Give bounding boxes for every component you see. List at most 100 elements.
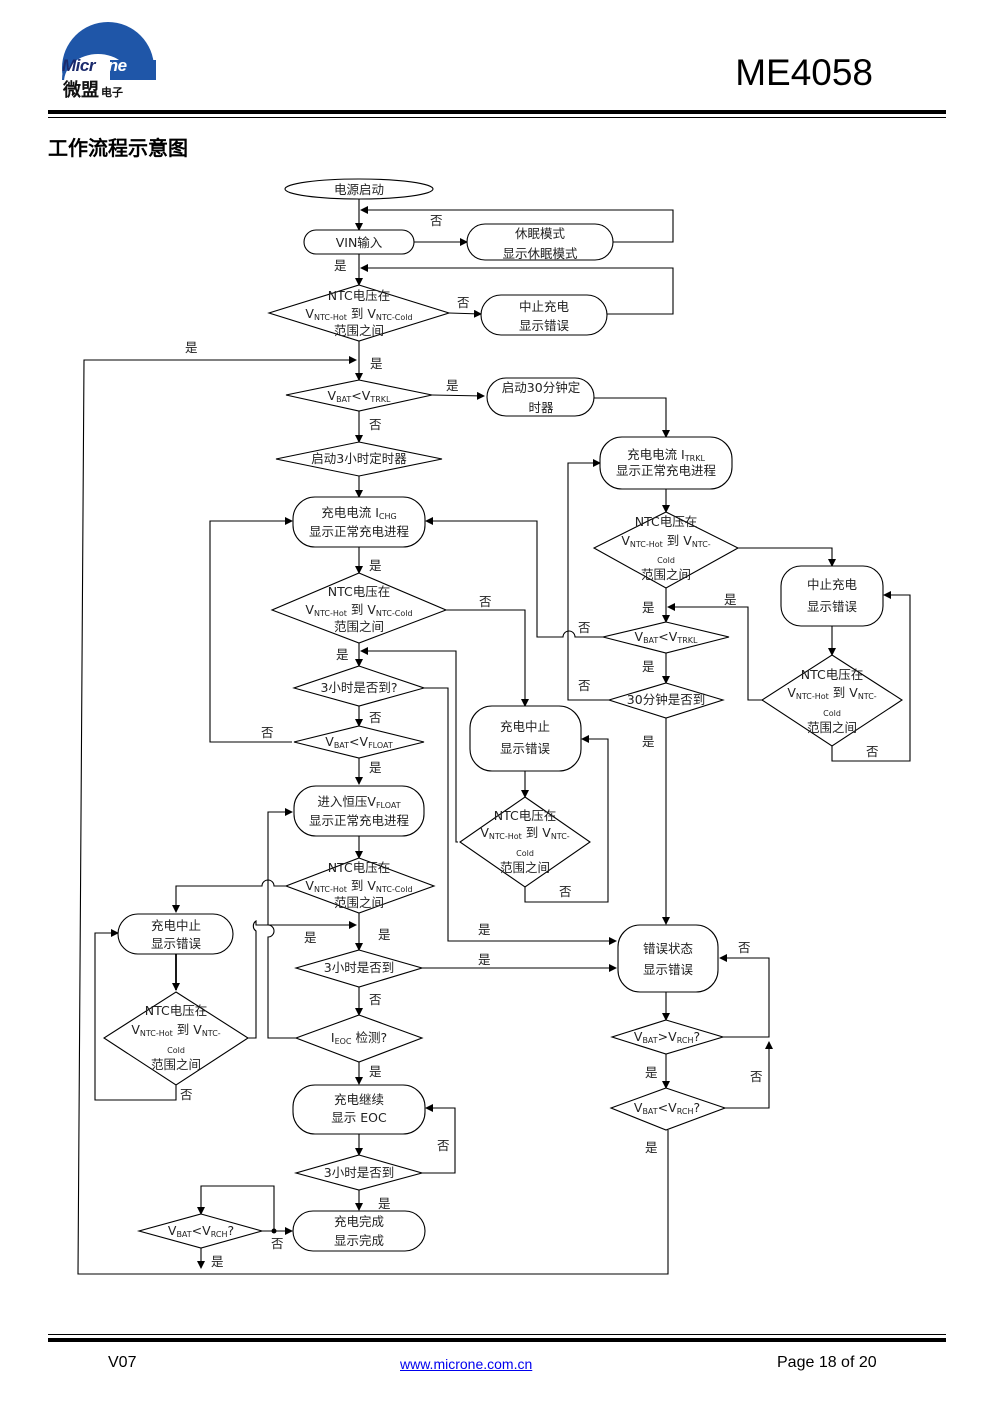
svg-text:显示正常充电进程: 显示正常充电进程: [309, 813, 410, 828]
node-charge-stop-mid: 充电中止 显示错误: [469, 705, 582, 772]
label-no: 否: [578, 620, 591, 635]
node-power-on: 电源启动: [284, 178, 434, 200]
svg-text:充电继续: 充电继续: [334, 1092, 384, 1107]
svg-text:NTC电压在: NTC电压在: [801, 667, 863, 682]
edge-vgt-error: [719, 954, 770, 1038]
svg-text:范围之间: 范围之间: [500, 860, 550, 875]
edge-ntcmid-3h: [360, 647, 458, 843]
edge-vbat-30min: [431, 391, 485, 400]
label-no: 否: [180, 1087, 193, 1102]
edge-ntcmid-loop: [524, 735, 609, 903]
node-charge-complete: 充电完成 显示完成: [292, 1210, 426, 1252]
svg-text:范围之间: 范围之间: [807, 720, 857, 735]
svg-text:中止充电: 中止充电: [807, 577, 858, 592]
edge-ntc3-chgstop: [172, 879, 287, 913]
svg-text:VBAT<VTRKL: VBAT<VTRKL: [328, 388, 392, 404]
svg-text:IEOC 检测?: IEOC 检测?: [331, 1030, 387, 1046]
svg-text:VBAT<VRCH?: VBAT<VRCH?: [168, 1223, 234, 1239]
label-yes: 是: [369, 760, 382, 775]
svg-text:充电完成: 充电完成: [334, 1214, 384, 1229]
label-yes: 是: [211, 1254, 224, 1269]
svg-text:启动30分钟定: 启动30分钟定: [502, 380, 580, 395]
svg-text:显示错误: 显示错误: [151, 936, 202, 951]
label-no: 否: [430, 213, 443, 228]
label-yes: 是: [478, 952, 491, 967]
logo-text-cn: 微盟电子: [63, 80, 123, 101]
edge-ntcr2-vtrkl2: [667, 603, 763, 701]
node-sleep-mode: 休眠模式 显示休眠模式: [466, 223, 614, 261]
edge-30chk-itrkl: [567, 459, 610, 701]
label-no: 否: [559, 884, 572, 899]
junction-dot: [271, 1228, 277, 1234]
svg-text:VNTC-Hot 到 VNTC-Cold: VNTC-Hot 到 VNTC-Cold: [305, 878, 412, 894]
node-charge-stop-left: 充电中止 显示错误: [117, 913, 234, 955]
edge-3hf-loop: [422, 1104, 456, 1174]
footer-website-link[interactable]: www.microne.com.cn: [400, 1356, 533, 1372]
edge-ntc2-chgstop: [446, 609, 529, 707]
node-charge-itrkl: 充电电流 ITRKL 显示正常充电进程: [599, 436, 733, 490]
svg-text:显示 EOC: 显示 EOC: [331, 1110, 387, 1125]
node-vbat-lt-vrch-right: VBAT<VRCH?: [609, 1087, 727, 1131]
edge-labels: 否 是 否 是 是 是 否 是 否 是 否 否 是 否 否 是 是 是 是 否 …: [180, 213, 879, 1269]
node-vbat-gt-vrch: VBAT>VRCH?: [610, 1019, 725, 1055]
edge-vfloat-ichg: [209, 517, 293, 743]
svg-text:显示错误: 显示错误: [519, 318, 570, 333]
node-error-state: 错误状态 显示错误: [617, 924, 719, 993]
label-yes: 是: [642, 600, 655, 615]
svg-text:Cold: Cold: [657, 556, 675, 565]
label-yes: 是: [369, 558, 382, 573]
node-ntc-check-trickle-2: NTC电压在 VNTC-Hot 到 VNTC- Cold 范围之间: [760, 654, 904, 747]
node-ntc-check-2: NTC电压在 VNTC-Hot 到 VNTC-Cold 范围之间: [270, 572, 448, 644]
svg-text:30分钟是否到: 30分钟是否到: [627, 692, 705, 707]
edge-stop-loop: [360, 264, 674, 315]
label-no: 否: [457, 295, 470, 310]
svg-text:3小时是否到: 3小时是否到: [324, 960, 394, 975]
label-yes: 是: [645, 1140, 658, 1155]
svg-text:VBAT<VFLOAT: VBAT<VFLOAT: [325, 734, 393, 750]
node-vin-input: VIN输入: [303, 229, 415, 255]
svg-text:显示错误: 显示错误: [643, 962, 694, 977]
svg-text:休眠模式: 休眠模式: [515, 226, 566, 241]
label-no: 否: [479, 594, 492, 609]
svg-text:显示正常充电进程: 显示正常充电进程: [616, 463, 717, 478]
svg-text:显示错误: 显示错误: [807, 599, 858, 614]
svg-text:充电电流 ICHG: 充电电流 ICHG: [321, 505, 396, 521]
edge-sleep-loop: [360, 206, 674, 243]
node-constant-voltage: 进入恒压VFLOAT 显示正常充电进程: [293, 785, 425, 837]
label-no: 否: [261, 725, 274, 740]
node-ntc-check-trickle: NTC电压在 VNTC-Hot 到 VNTC- Cold 范围之间: [592, 511, 740, 589]
footer-rule-thin: [48, 1334, 946, 1335]
edge-vlt-up: [725, 1041, 773, 1109]
label-yes: 是: [185, 340, 198, 355]
node-3h-elapsed-3: 3小时是否到: [293, 1154, 425, 1191]
node-charge-continue: 充电继续 显示 EOC: [292, 1084, 426, 1135]
footer-version: V07: [108, 1354, 137, 1371]
node-start-3h-timer: 启动3小时定时器: [275, 441, 443, 477]
label-no: 否: [271, 1236, 284, 1251]
svg-text:3小时是否到: 3小时是否到: [324, 1165, 394, 1180]
node-30min-elapsed: 30分钟是否到: [607, 682, 725, 719]
svg-text:充电中止: 充电中止: [151, 918, 201, 933]
svg-text:VIN输入: VIN输入: [336, 235, 383, 250]
edge-vrch-loop: [197, 1185, 275, 1231]
svg-text:VNTC-Hot 到 VNTC-: VNTC-Hot 到 VNTC-: [480, 825, 569, 841]
node-vbat-lt-vfloat: VBAT<VFLOAT: [293, 725, 425, 759]
footer-page-number: Page 18 of 20: [777, 1354, 877, 1371]
svg-text:时器: 时器: [528, 400, 554, 415]
svg-text:范围之间: 范围之间: [334, 323, 384, 338]
svg-text:VNTC-Hot 到 VNTC-: VNTC-Hot 到 VNTC-: [621, 533, 710, 549]
svg-text:范围之间: 范围之间: [334, 619, 384, 634]
svg-text:范围之间: 范围之间: [151, 1057, 201, 1072]
node-ntc-check-1: NTC电压在 VNTC-Hot 到 VNTC-Cold 范围之间: [267, 284, 451, 342]
edge-3h-error: [424, 687, 617, 945]
label-yes: 是: [334, 258, 347, 273]
svg-text:显示完成: 显示完成: [334, 1233, 384, 1248]
svg-text:显示错误: 显示错误: [500, 741, 551, 756]
label-yes: 是: [642, 734, 655, 749]
label-no: 否: [866, 744, 879, 759]
svg-text:电源启动: 电源启动: [334, 182, 384, 197]
label-yes: 是: [446, 378, 459, 393]
label-yes: 是: [304, 930, 317, 945]
edge-ntcr2-loop: [831, 591, 911, 762]
